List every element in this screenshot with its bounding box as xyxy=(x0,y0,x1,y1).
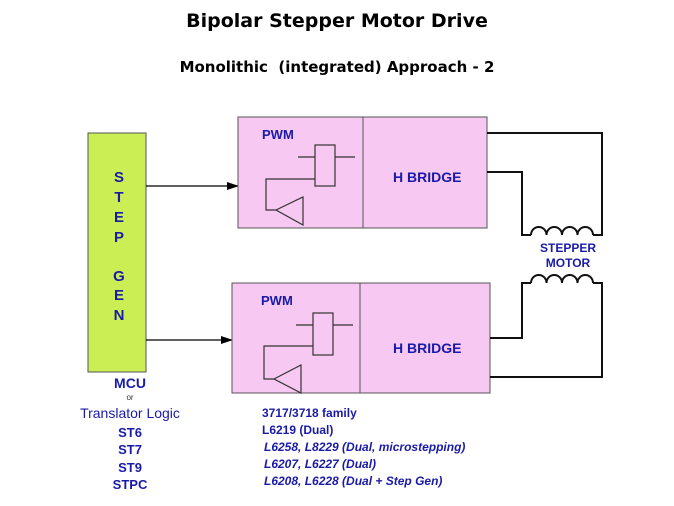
page-title: Bipolar Stepper Motor Drive xyxy=(186,10,488,32)
controller-item: ST6 xyxy=(118,425,142,440)
controller-item: STPC xyxy=(112,477,148,492)
step-gen-letter: P xyxy=(114,229,124,246)
motor-coil-bottom xyxy=(530,274,594,284)
controller-item: ST9 xyxy=(118,460,142,475)
driver-item: L6208, L6228 (Dual + Step Gen) xyxy=(264,474,443,488)
comparator-icon xyxy=(265,144,355,227)
driver-block-bottom: PWM H BRIDGE xyxy=(231,282,491,394)
controller-main: MCU xyxy=(114,375,146,391)
pwm-label: PWM xyxy=(262,127,294,142)
stepper-motor-label-line1: STEPPER xyxy=(540,241,596,255)
driver-item: 3717/3718 family xyxy=(262,406,357,420)
step-gen-letters: S T E P G E N xyxy=(113,169,125,324)
h-bridge-label: H BRIDGE xyxy=(393,340,461,356)
step-gen-letter: G xyxy=(113,268,125,285)
step-gen-letter: S xyxy=(114,169,124,186)
step-gen-letter: N xyxy=(114,307,125,324)
motor-coil-top xyxy=(530,226,594,236)
controller-or: or xyxy=(126,393,134,402)
step-gen-box xyxy=(87,132,147,373)
motor-wiring xyxy=(487,132,603,378)
h-bridge-label: H BRIDGE xyxy=(393,169,461,185)
driver-block-bottom-body xyxy=(231,282,491,394)
driver-item: L6219 (Dual) xyxy=(262,423,334,437)
comparator-icon xyxy=(263,312,353,394)
driver-item: L6258, L8229 (Dual, microstepping) xyxy=(264,440,466,454)
stepper-motor-label-line2: MOTOR xyxy=(546,256,591,270)
controller-alt: Translator Logic xyxy=(80,405,180,421)
step-gen-letter: T xyxy=(114,189,123,206)
pwm-label: PWM xyxy=(261,293,293,308)
driver-item: L6207, L6227 (Dual) xyxy=(264,457,377,471)
step-gen-letter: E xyxy=(114,287,124,304)
page-subtitle: Monolithic (integrated) Approach - 2 xyxy=(179,58,495,76)
driver-block-top: PWM H BRIDGE xyxy=(237,116,488,229)
controller-item: ST7 xyxy=(118,442,142,457)
step-gen-letter: E xyxy=(114,209,124,226)
